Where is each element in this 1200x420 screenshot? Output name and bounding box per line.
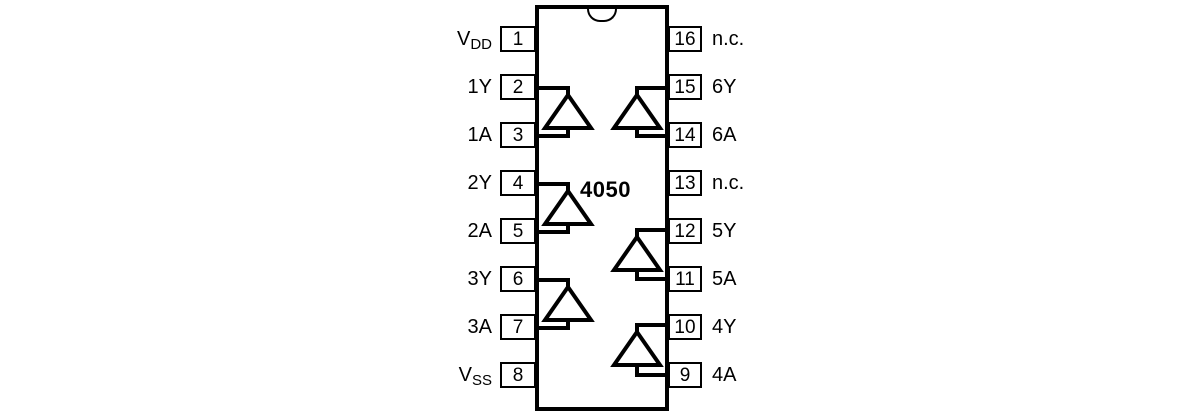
- pin-label-1a: 1A: [467, 124, 492, 146]
- pin-box-9: 9: [668, 362, 702, 388]
- pin-box-3: 3: [500, 122, 536, 148]
- pin-box-10: 10: [668, 314, 702, 340]
- pin-number-16: 16: [674, 28, 696, 50]
- pin-box-2: 2: [500, 74, 536, 100]
- pin-label-1y: 1Y: [467, 76, 492, 98]
- pin-box-8: 8: [500, 362, 536, 388]
- pin-number-8: 8: [512, 364, 524, 386]
- pin-box-12: 12: [668, 218, 702, 244]
- pin-number-13: 13: [674, 172, 696, 194]
- pin-number-12: 12: [674, 220, 696, 242]
- pin-box-1: 1: [500, 26, 536, 52]
- pin-number-15: 15: [674, 76, 696, 98]
- pin-label-6y: 6Y: [712, 76, 737, 98]
- pin-label-5y: 5Y: [712, 220, 737, 242]
- pin-label-4y: 4Y: [712, 316, 737, 338]
- pin-label-4a: 4A: [712, 364, 737, 386]
- pin-label-2y: 2Y: [467, 172, 492, 194]
- pin-number-10: 10: [674, 316, 696, 338]
- pin-number-2: 2: [512, 76, 524, 98]
- pin-box-16: 16: [668, 26, 702, 52]
- pin-box-13: 13: [668, 170, 702, 196]
- pin-label-3a: 3A: [467, 316, 492, 338]
- pin-number-9: 9: [679, 364, 691, 386]
- pin-box-4: 4: [500, 170, 536, 196]
- pin-number-7: 7: [512, 316, 524, 338]
- pin-number-11: 11: [675, 268, 695, 290]
- pin-number-14: 14: [674, 124, 696, 146]
- pin-number-5: 5: [512, 220, 524, 242]
- chip-type-label: 4050: [580, 177, 631, 202]
- pin-label-vdd: VDD: [456, 28, 492, 53]
- pin-box-15: 15: [668, 74, 702, 100]
- pin-label-vss: VSS: [458, 364, 492, 389]
- pin-label-2a: 2A: [467, 220, 492, 242]
- pin-label-6a: 6A: [712, 124, 737, 146]
- pin-label-3y: 3Y: [467, 268, 492, 290]
- pin-number-6: 6: [512, 268, 524, 290]
- pin-number-4: 4: [512, 172, 524, 194]
- pin-box-11: 11: [668, 266, 702, 292]
- ic-package-body: [535, 5, 669, 411]
- pin-number-3: 3: [512, 124, 524, 146]
- pin-label-nc-13: n.c.: [712, 172, 745, 194]
- pin-box-14: 14: [668, 122, 702, 148]
- pin-box-7: 7: [500, 314, 536, 340]
- pin-box-6: 6: [500, 266, 536, 292]
- pin-box-5: 5: [500, 218, 536, 244]
- pin-label-5a: 5A: [712, 268, 737, 290]
- pin-label-nc-16: n.c.: [712, 28, 745, 50]
- pin-number-1: 1: [512, 28, 524, 50]
